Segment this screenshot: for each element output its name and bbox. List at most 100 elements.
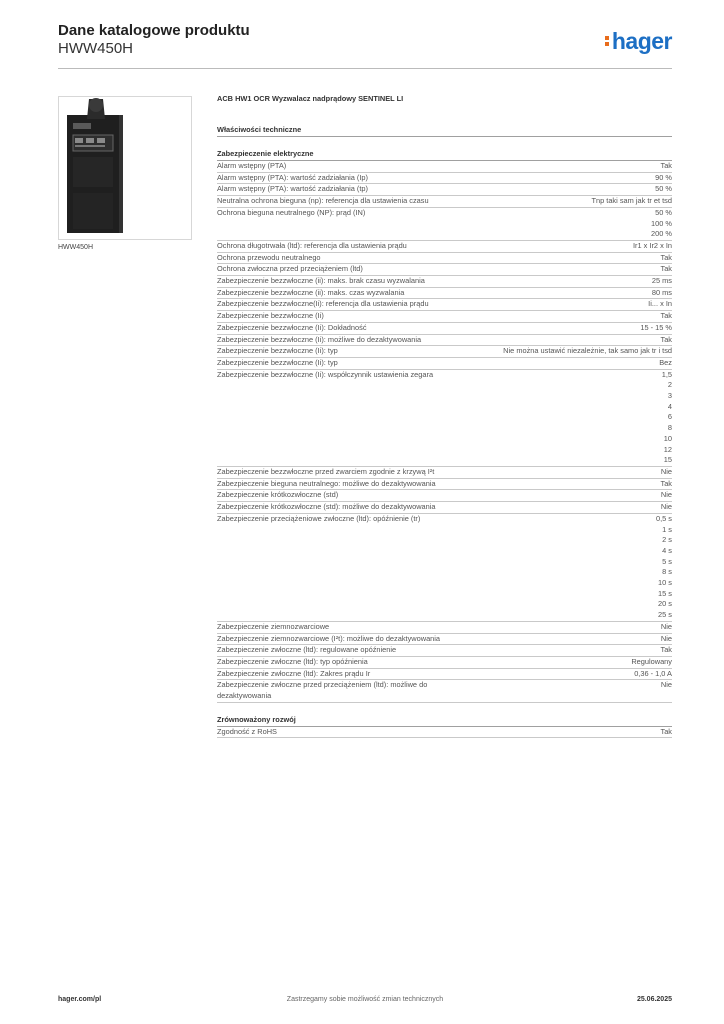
- spec-label: Ochrona długotrwała (ltd): referencja dl…: [217, 240, 407, 250]
- spec-value-item: 2: [667, 380, 672, 390]
- spec-row: Zabezpieczenie bezzwłoczne(Ii): referenc…: [217, 299, 672, 312]
- spec-value: 15 - 15 %: [640, 323, 672, 334]
- spec-value-item: Nie: [660, 466, 672, 476]
- spec-row: Zabezpieczenie ziemnozwarciowe (I²t): mo…: [217, 634, 672, 646]
- spec-label: Zabezpieczenie bezzwłoczne (Ii): współcz…: [217, 369, 434, 379]
- spec-value-item: Nie: [660, 633, 672, 643]
- spec-value-item: 50 %: [655, 184, 672, 194]
- spec-value-item: 8 s: [662, 567, 672, 577]
- spec-value-item: 2 s: [662, 535, 672, 545]
- spec-row: Zabezpieczenie bezzwłoczne (Ii): typ Nie …: [217, 346, 672, 358]
- spec-value-item: Nie można ustawić niezależnie, tak samo …: [503, 346, 672, 356]
- spec-row: Zabezpieczenie bezzwłoczne (Ii)Tak: [217, 311, 672, 323]
- spec-value-item: Tak: [660, 311, 673, 321]
- spec-row: Alarm wstępny (PTA): wartość zadziałania…: [217, 173, 672, 185]
- spec-value: 0,36 - 1,0 A: [634, 669, 672, 680]
- spec-label: Neutralna ochrona bieguna (np): referenc…: [217, 196, 429, 206]
- spec-label: Alarm wstępny (PTA): [217, 161, 287, 170]
- spec-label: Zabezpieczenie zwłoczne (ltd): regulowan…: [217, 645, 397, 655]
- spec-value-item: 80 ms: [651, 287, 672, 297]
- spec-value: 80 ms: [652, 288, 672, 299]
- hager-logo: hager: [604, 28, 673, 55]
- spec-value-item: 5 s: [662, 556, 672, 566]
- spec-label: Ochrona bieguna neutralnego (NP): prąd (…: [217, 207, 366, 217]
- spec-label: Zabezpieczenie bieguna neutralnego: możl…: [217, 478, 436, 488]
- spec-value-item: Tnp taki sam jak tr et tsd: [591, 196, 672, 206]
- product-image: [58, 96, 192, 240]
- spec-value-item: 15 - 15 %: [640, 322, 672, 332]
- spec-value-item: 8: [667, 423, 672, 433]
- spec-value: 25 ms: [652, 276, 672, 287]
- spec-content: ACB HW1 OCR Wyzwalacz nadprądowy SENTINE…: [217, 94, 673, 739]
- spec-value-item: 50 %: [655, 207, 672, 217]
- spec-row: Zabezpieczenie zwłoczne (ltd): Zakres pr…: [217, 669, 672, 681]
- footer-website-link[interactable]: hager.com/pl: [58, 996, 102, 1003]
- spec-value: Regulowany: [631, 657, 672, 668]
- spec-value-item: Tak: [660, 726, 673, 736]
- technical-properties-heading: Właściwości techniczne: [217, 125, 672, 137]
- header-divider: [58, 68, 672, 69]
- spec-label: Zabezpieczenie bezzwłoczne (Ii): typ: [217, 346, 338, 356]
- spec-row: Alarm wstępny (PTA)Tak: [217, 161, 672, 173]
- spec-value-item: Bez: [659, 357, 672, 367]
- spec-value: Ii... x In: [648, 299, 672, 310]
- spec-label: Alarm wstępny (PTA): wartość zadziałania…: [217, 184, 369, 194]
- spec-value-item: 3: [667, 391, 672, 401]
- spec-row: Ochrona długotrwała (ltd): referencja dl…: [217, 241, 672, 253]
- spec-value-item: Nie: [660, 680, 672, 690]
- spec-value-item: Tak: [660, 252, 673, 262]
- sustainability-heading: Zrównoważony rozwój: [217, 715, 672, 727]
- spec-label: Zabezpieczenie bezzwłoczne(Ii): referenc…: [217, 299, 429, 309]
- spec-row: Zabezpieczenie krótkozwłoczne (std): moż…: [217, 502, 672, 514]
- spec-value: 90 %: [655, 173, 672, 184]
- spec-label: Ochrona przewodu neutralnego: [217, 252, 321, 262]
- spec-value: Tak: [661, 479, 673, 490]
- spec-value-item: 15 s: [658, 588, 672, 598]
- logo-dots-icon: [604, 34, 610, 48]
- spec-row: Zabezpieczenie bezzwłoczne (Ii): Dokładn…: [217, 323, 672, 335]
- spec-value-item: 25 s: [658, 610, 672, 620]
- spec-row: Zabezpieczenie bieguna neutralnego: możl…: [217, 479, 672, 491]
- spec-value-item: Nie: [660, 490, 672, 500]
- spec-label: Zabezpieczenie przeciążeniowe zwłoczne (…: [217, 513, 421, 523]
- spec-value: Nie można ustawić niezależnie, tak samo …: [503, 346, 672, 357]
- spec-label: Ochrona zwłoczna przed przeciążeniem (lt…: [217, 264, 363, 274]
- spec-label: Zabezpieczenie zwłoczne (ltd): typ opóźn…: [217, 656, 368, 666]
- spec-label: Alarm wstępny (PTA): wartość zadziałania…: [217, 172, 369, 182]
- spec-label: Zabezpieczenie krótkozwłoczne (std): [217, 490, 339, 500]
- spec-row: Zabezpieczenie zwłoczne (ltd): typ opóźn…: [217, 657, 672, 669]
- spec-value: Tak: [661, 335, 673, 346]
- spec-value: Tak: [661, 264, 673, 275]
- spec-row: Ochrona zwłoczna przed przeciążeniem (lt…: [217, 264, 673, 277]
- spec-value-item: 1 s: [662, 524, 672, 534]
- spec-value-item: 12: [663, 444, 672, 454]
- spec-value-item: 10 s: [658, 578, 672, 588]
- spec-value-item: Nie: [660, 621, 672, 631]
- spec-row: Ochrona przewodu neutralnego Tak: [217, 253, 672, 265]
- spec-value: Nie: [661, 634, 672, 645]
- spec-label: Zgodność z RoHS: [217, 726, 277, 736]
- spec-value: Tak: [661, 727, 673, 738]
- footer-notice: Zastrzegamy sobie możliwość zmian techni…: [286, 996, 444, 1003]
- spec-value: Nie: [661, 502, 672, 513]
- image-caption: HWW450H: [58, 244, 94, 251]
- spec-label: Zabezpieczenie ziemnozwarciowe: [217, 621, 330, 631]
- spec-row: Zabezpieczenie bezzwłoczne (Ii): współcz…: [217, 370, 672, 467]
- spec-value-item: 90 %: [655, 172, 672, 182]
- spec-value-item: 4 s: [662, 545, 672, 555]
- spec-value-item: Tak: [660, 478, 673, 488]
- spec-value: Tnp taki sam jak tr et tsd: [591, 196, 672, 207]
- spec-label: Zabezpieczenie bezzwłoczne (Ii): możliwe…: [217, 334, 422, 344]
- spec-row: Zabezpieczenie krótkozwłoczne (std) Nie: [217, 490, 672, 503]
- spec-row: Zgodność z RoHS Tak: [217, 727, 672, 739]
- logo-text: hager: [611, 28, 673, 54]
- spec-value: Tak: [661, 645, 673, 656]
- sustainability-spec-table: Zgodność z RoHS Tak: [217, 727, 672, 739]
- spec-value: 50 %100 %200 %: [651, 208, 672, 240]
- electrical-protection-heading: Zabezpieczenie elektryczne: [217, 149, 672, 161]
- product-code: HWW450H: [58, 40, 134, 57]
- spec-label: Zabezpieczenie bezzwłoczne (Ii): Dokładn…: [217, 322, 367, 332]
- spec-value: Nie: [661, 622, 672, 633]
